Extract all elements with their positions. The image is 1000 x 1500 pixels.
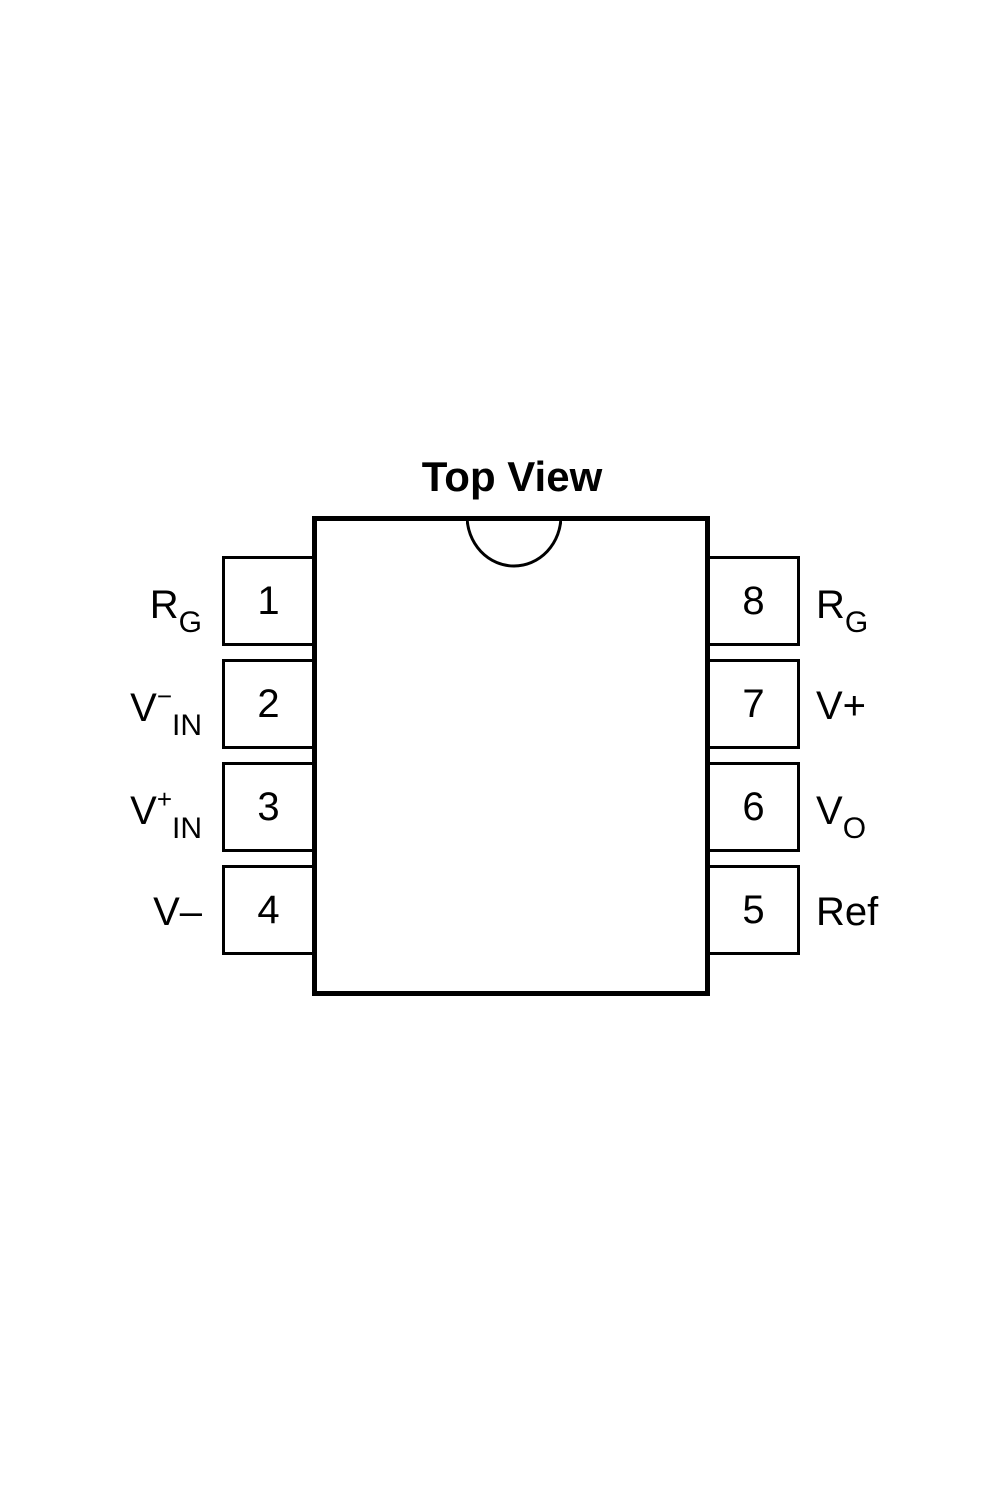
- pin-5-label: Ref: [816, 890, 879, 934]
- pin-8: 8: [710, 556, 800, 646]
- pin-7: 7: [710, 659, 800, 749]
- pin-5: 5: [710, 865, 800, 955]
- diagram-title: Top View: [421, 453, 603, 500]
- pin-1: 1: [222, 556, 312, 646]
- pin-1-label: RG: [149, 583, 202, 639]
- pin-6: 6: [710, 762, 800, 852]
- pin-4-label: V–: [153, 890, 202, 934]
- pin-4: 4: [222, 865, 312, 955]
- pin-2-label: V−IN: [130, 681, 202, 742]
- chip-body: [312, 516, 710, 996]
- pin-8-label: RG: [816, 583, 869, 639]
- pin-3: 3: [222, 762, 312, 852]
- pin-7-label: V+: [816, 684, 867, 728]
- pin-3-label: V+IN: [130, 784, 202, 845]
- pin-2: 2: [222, 659, 312, 749]
- pin-6-label: VO: [816, 789, 867, 845]
- pin1-notch-icon: [466, 516, 562, 568]
